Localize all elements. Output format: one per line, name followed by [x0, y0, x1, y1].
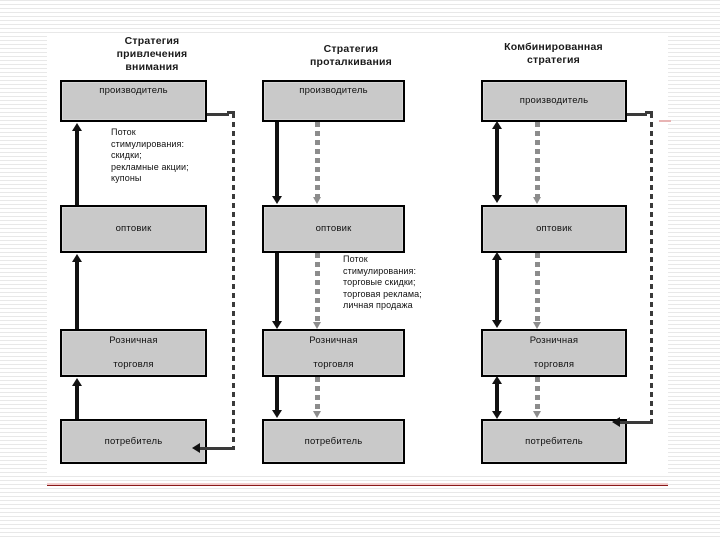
loop-corner-combined	[645, 111, 653, 122]
node-pull-consumer[interactable]: потребитель	[60, 419, 207, 464]
node-label-line-2: торговля	[533, 359, 575, 370]
loop-arrow-head-combined	[612, 417, 620, 427]
loop-segment-top-combined	[627, 113, 647, 116]
heading-line-2: стратегия	[527, 54, 580, 66]
heading-line-1: Стратегия	[124, 35, 180, 47]
heading-line-3: внимания	[125, 61, 179, 73]
arrow-head-push-1	[272, 196, 282, 204]
dashed-head-push-1	[313, 197, 321, 204]
arrow-shaft-pull-3	[75, 385, 79, 423]
loop-segment-bottom-combined	[619, 421, 653, 424]
column-heading-combined: Комбинированная стратегия	[461, 41, 646, 67]
arrow-head-push-2	[272, 321, 282, 329]
node-label: оптовик	[536, 223, 572, 234]
node-pull-wholesaler[interactable]: оптовик	[60, 205, 207, 253]
node-label: Розничная торговля	[483, 335, 625, 371]
arrow-head-up-combined-3	[492, 376, 502, 384]
node-label: производитель	[519, 95, 589, 106]
node-label-line-1: Розничная	[529, 335, 579, 346]
heading-line-2: привлечения	[116, 48, 188, 60]
arrow-shaft-push-1	[275, 122, 279, 197]
arrow-head-up-combined-1	[492, 121, 502, 129]
arrow-head-down-combined-2	[492, 320, 502, 328]
node-label: Розничная торговля	[62, 335, 205, 371]
node-label: Розничная торговля	[264, 335, 403, 371]
node-combined-wholesaler[interactable]: оптовик	[481, 205, 627, 253]
node-label: потребитель	[525, 435, 583, 447]
node-label-line-1: Розничная	[109, 335, 158, 346]
arrow-head-pull-1	[72, 123, 82, 131]
column-heading-push: Стратегия проталкивания	[271, 43, 431, 69]
dashed-shaft-combined-1	[535, 122, 540, 198]
dashed-shaft-push-2	[315, 253, 320, 323]
loop-arrow-head-pull	[192, 443, 200, 453]
node-label: оптовик	[315, 223, 352, 234]
arrow-head-up-combined-2	[492, 252, 502, 260]
arrow-shaft-combined-2	[495, 259, 499, 321]
dashed-head-combined-2	[533, 322, 541, 329]
arrow-head-pull-3	[72, 378, 82, 386]
node-push-producer[interactable]: производитель	[262, 80, 405, 122]
dashed-shaft-combined-2	[535, 253, 540, 323]
node-label: производитель	[99, 85, 168, 96]
heading-line-2: проталкивания	[310, 56, 392, 68]
footer-rule-highlight	[47, 483, 668, 485]
arrow-shaft-push-3	[275, 377, 279, 411]
node-push-consumer[interactable]: потребитель	[262, 419, 405, 464]
node-label: оптовик	[115, 223, 152, 234]
arrow-shaft-pull-2	[75, 261, 79, 334]
node-push-wholesaler[interactable]: оптовик	[262, 205, 405, 253]
dashed-shaft-push-3	[315, 377, 320, 412]
arrow-head-push-3	[272, 410, 282, 418]
arrow-shaft-combined-3	[495, 383, 499, 413]
column-heading-pull: Стратегия привлечения внимания	[67, 35, 237, 74]
node-combined-retail[interactable]: Розничная торговля	[481, 329, 627, 377]
margin-dash-mark	[659, 120, 671, 122]
note-push-flow: Поток стимулирования: торговые скидки; т…	[343, 254, 422, 310]
footer-rule	[47, 485, 668, 486]
loop-corner-pull	[227, 111, 235, 122]
arrow-head-down-combined-1	[492, 195, 502, 203]
diagram-panel: Стратегия привлечения внимания производи…	[47, 33, 671, 476]
node-combined-producer[interactable]: производитель	[481, 80, 627, 122]
dashed-shaft-push-1	[315, 122, 320, 198]
node-combined-consumer[interactable]: потребитель	[481, 419, 627, 464]
heading-line-1: Стратегия	[323, 43, 379, 55]
arrow-shaft-pull-1	[75, 130, 79, 210]
node-label-line-2: торговля	[113, 359, 154, 370]
dashed-head-combined-1	[533, 197, 541, 204]
node-pull-retail[interactable]: Розничная торговля	[60, 329, 207, 377]
arrow-shaft-combined-1	[495, 128, 499, 196]
loop-segment-vertical-pull	[232, 113, 235, 449]
loop-segment-vertical-combined	[650, 113, 653, 423]
node-label: потребитель	[104, 435, 163, 447]
heading-line-1: Комбинированная	[504, 41, 603, 53]
dashed-shaft-combined-3	[535, 377, 540, 412]
note-pull-flow: Поток стимулирования: скидки; рекламные …	[111, 127, 189, 183]
node-pull-producer[interactable]: производитель	[60, 80, 207, 122]
arrow-head-pull-2	[72, 254, 82, 262]
node-label-line-1: Розничная	[309, 335, 358, 346]
node-label: потребитель	[304, 435, 363, 447]
loop-segment-top-pull	[207, 113, 229, 116]
node-label: производитель	[299, 85, 368, 96]
dashed-head-push-3	[313, 411, 321, 418]
node-label-line-2: торговля	[313, 359, 354, 370]
arrow-shaft-push-2	[275, 253, 279, 322]
loop-segment-bottom-pull	[199, 447, 235, 450]
node-push-retail[interactable]: Розничная торговля	[262, 329, 405, 377]
dashed-head-combined-3	[533, 411, 541, 418]
arrow-head-down-combined-3	[492, 411, 502, 419]
dashed-head-push-2	[313, 322, 321, 329]
